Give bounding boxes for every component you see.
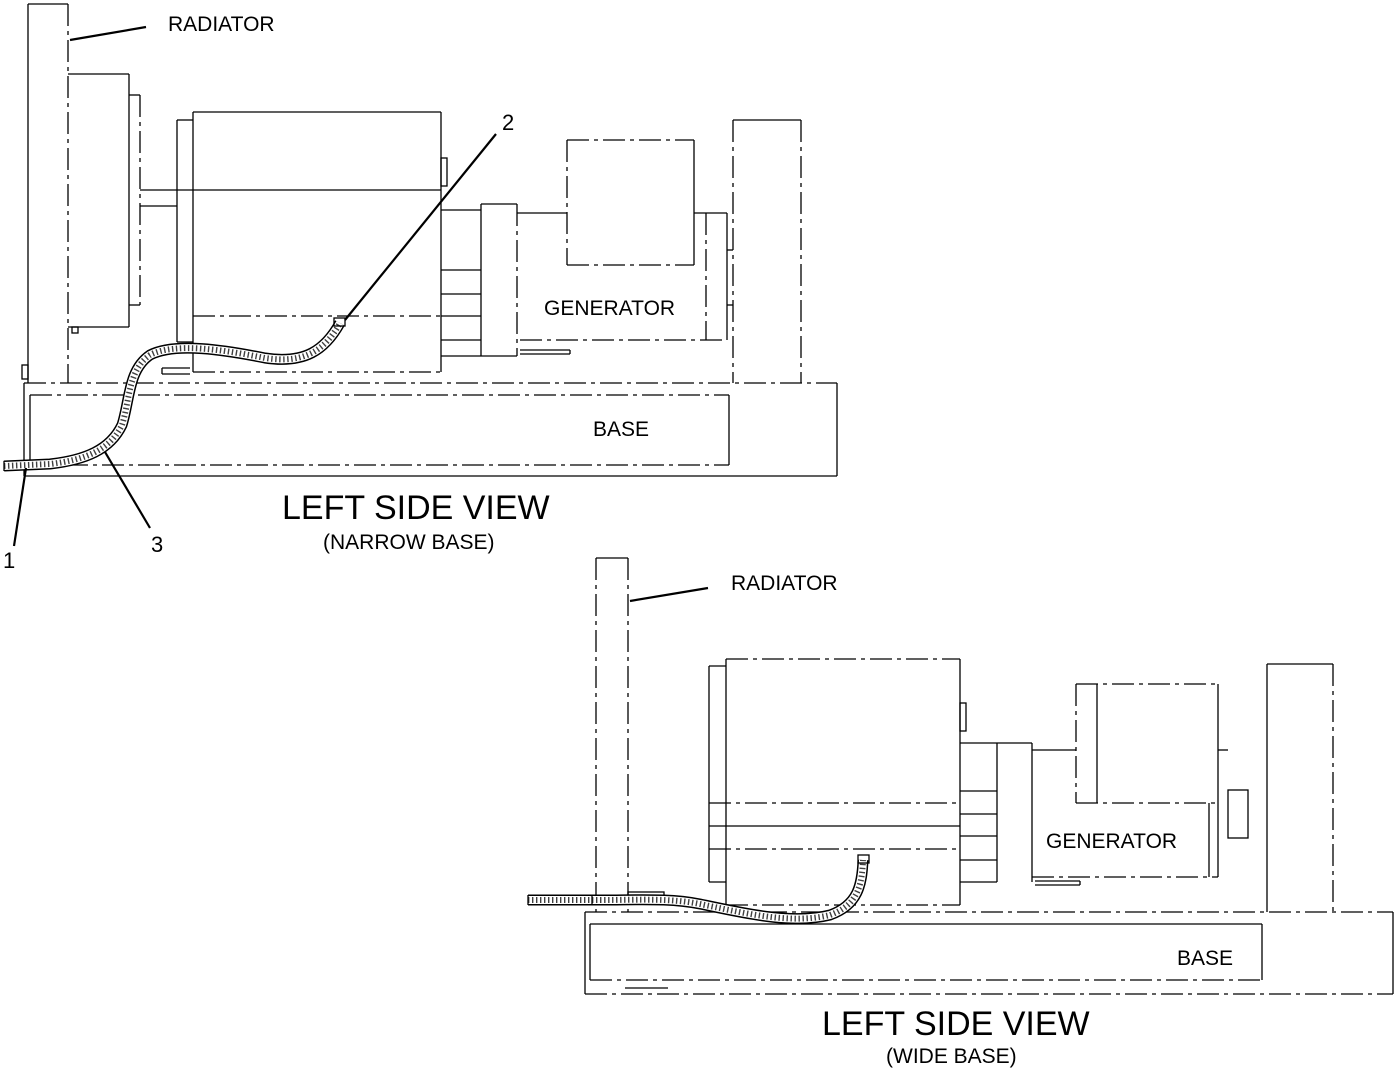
view-subtitle-bottom: (WIDE BASE): [886, 1045, 1017, 1068]
callout-1: 1: [3, 548, 16, 573]
base-bottom: [584, 911, 1394, 995]
generator-bottom: [996, 683, 1249, 886]
callout-2: 2: [502, 110, 515, 135]
callout-3: 3: [151, 532, 164, 557]
leader-lines-bottom: [629, 586, 709, 603]
view-title-bottom: LEFT SIDE VIEW: [822, 1005, 1090, 1043]
generator-label-bottom: GENERATOR: [1046, 830, 1178, 853]
rear-support-bottom: [1266, 663, 1334, 912]
radiator-label-bottom: RADIATOR: [731, 572, 838, 595]
view-title-top: LEFT SIDE VIEW: [282, 489, 550, 527]
view-subtitle-top: (NARROW BASE): [323, 531, 495, 554]
wide-base-view: [527, 557, 1394, 995]
generator-top: [480, 139, 733, 357]
base-label-bottom: BASE: [1177, 947, 1234, 970]
fan-shroud-top: [68, 73, 177, 334]
engine-top: [161, 111, 481, 375]
base-top: [23, 382, 838, 477]
engine-bottom: [708, 658, 997, 906]
radiator-top: [21, 3, 69, 383]
rear-support-top: [732, 119, 802, 383]
hose-bottom: [527, 854, 870, 925]
radiator-label-top: RADIATOR: [168, 13, 275, 36]
narrow-base-view: [3, 3, 838, 547]
generator-label-top: GENERATOR: [544, 297, 676, 320]
radiator-bottom: [595, 557, 665, 912]
hose-top: [3, 317, 346, 472]
leader-lines-top: [12, 25, 497, 547]
base-label-top: BASE: [593, 418, 650, 441]
